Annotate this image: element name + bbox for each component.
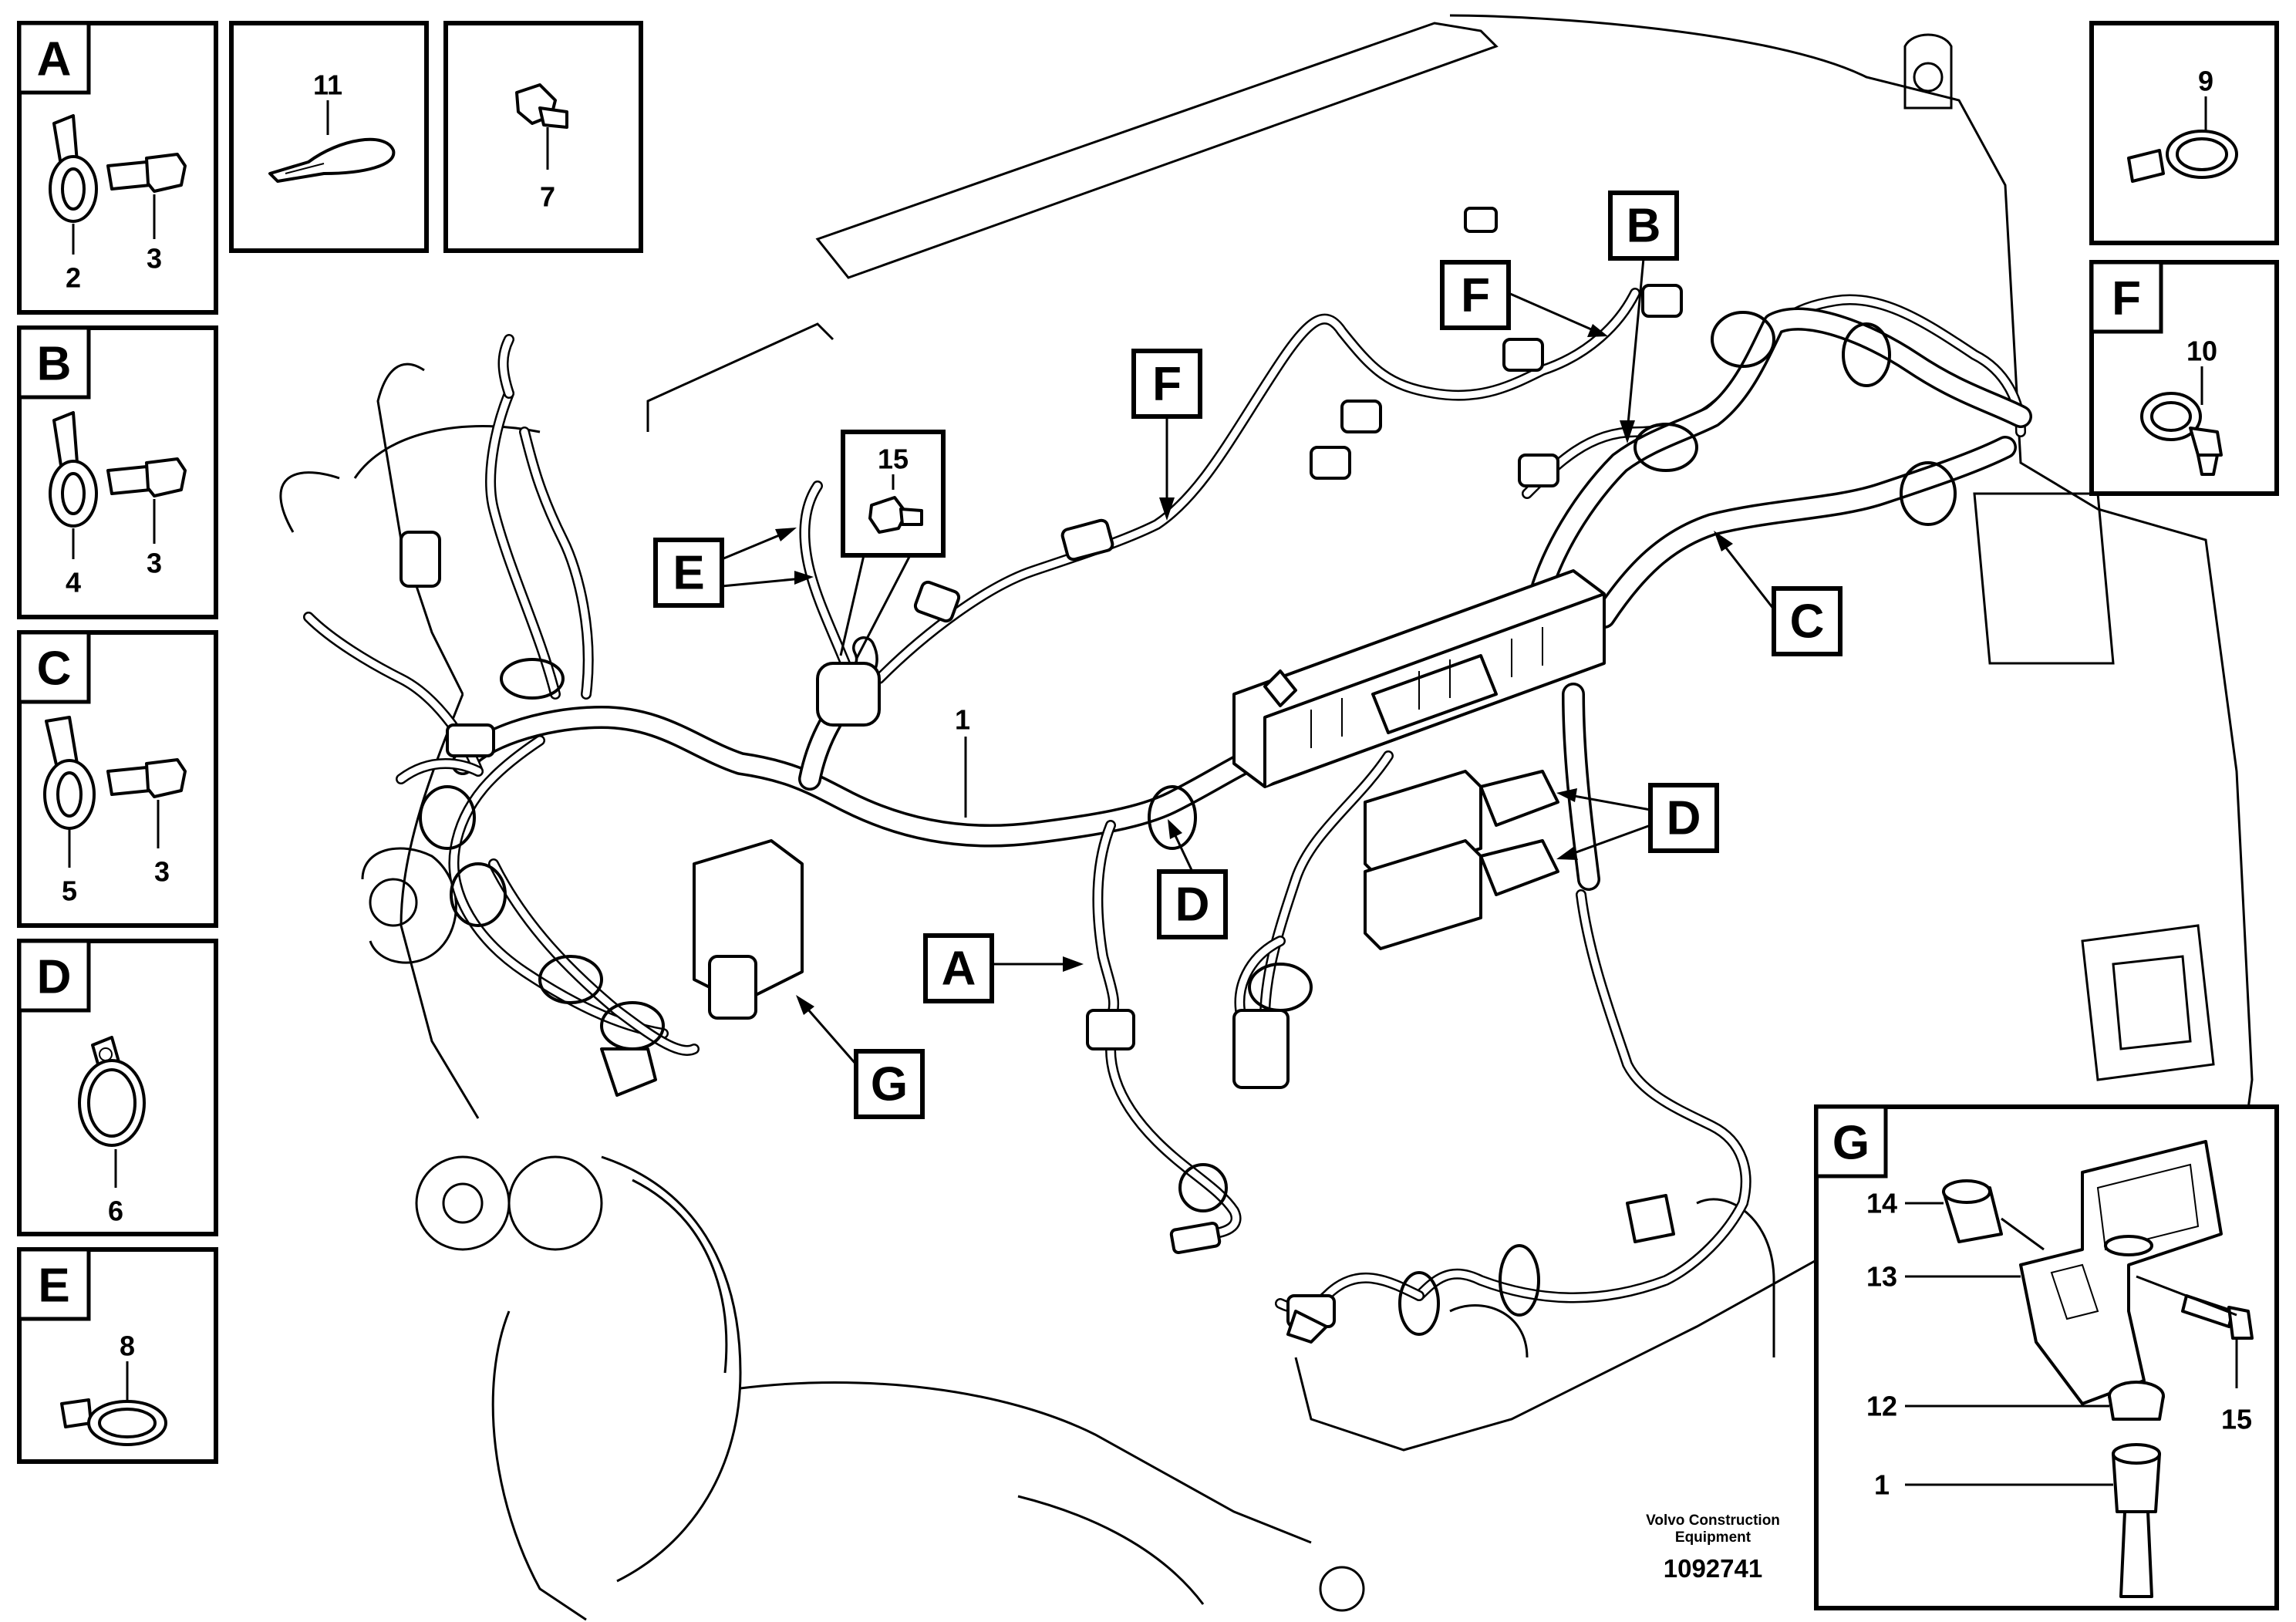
detail-box-clamp-9: 9 bbox=[2089, 21, 2279, 245]
svg-text:F: F bbox=[1152, 358, 1182, 411]
part-label-5: 5 bbox=[62, 875, 77, 907]
part-label-2: 2 bbox=[66, 262, 81, 294]
callout-f-top: F bbox=[1440, 260, 1608, 337]
svg-text:C: C bbox=[1790, 595, 1825, 649]
callout-bolt-15: 15 bbox=[839, 430, 946, 660]
callout-b: B bbox=[1608, 191, 1679, 443]
detail-box-cable-tie: 11 bbox=[229, 21, 429, 253]
detail-letter-a: A bbox=[37, 33, 72, 86]
callout-f-mid: F bbox=[1131, 349, 1202, 521]
ring-clamp-icon bbox=[2127, 130, 2238, 183]
cable-clip-icon bbox=[60, 1398, 167, 1446]
wiring-harness bbox=[303, 288, 2032, 1314]
credit-line-1: Volvo Construction bbox=[1646, 1512, 1780, 1529]
spacer-sleeve-icon bbox=[1942, 1179, 2003, 1243]
mounting-bracket-icon bbox=[2019, 1140, 2223, 1405]
credit-line-2: Equipment bbox=[1675, 1529, 1752, 1546]
svg-text:E: E bbox=[673, 547, 704, 600]
bolt-icon bbox=[106, 758, 187, 798]
bolt-icon bbox=[106, 153, 187, 193]
bolt-icon bbox=[106, 457, 187, 497]
part-label-14: 14 bbox=[1866, 1188, 1897, 1219]
part-label-12: 12 bbox=[1866, 1391, 1897, 1422]
detail-box-e: E 8 bbox=[17, 1247, 218, 1464]
detail-box-f: F 10 bbox=[2089, 260, 2279, 496]
detail-letter-e: E bbox=[38, 1259, 69, 1313]
part-label-3: 3 bbox=[154, 856, 170, 888]
detail-letter-b: B bbox=[37, 338, 72, 391]
harness-label-1: 1 bbox=[955, 704, 970, 818]
part-label-9: 9 bbox=[2198, 66, 2213, 97]
connector-plug-icon bbox=[2112, 1443, 2161, 1598]
callout-a: A bbox=[923, 933, 1084, 1003]
part-label-13: 13 bbox=[1866, 1261, 1897, 1293]
svg-text:D: D bbox=[1175, 878, 1210, 932]
d-connectors bbox=[1364, 770, 1559, 950]
cable-tie-icon bbox=[268, 137, 396, 183]
callout-e: E bbox=[653, 528, 814, 608]
callout-d-right: D bbox=[1556, 783, 1719, 860]
detail-box-b: B 4 3 bbox=[17, 325, 218, 619]
part-label-15: 15 bbox=[2221, 1404, 2252, 1435]
detail-box-c: C 5 3 bbox=[17, 630, 218, 928]
part-label-7: 7 bbox=[540, 181, 555, 213]
part-label-8: 8 bbox=[120, 1330, 135, 1362]
clip-bracket-icon bbox=[43, 716, 96, 830]
clip-bracket-icon bbox=[49, 411, 98, 528]
bolt-icon bbox=[2181, 1294, 2254, 1340]
detail-box-g: G 14 13 12 15 bbox=[1814, 1104, 2279, 1610]
svg-text:F: F bbox=[1461, 269, 1490, 322]
detail-box-d: D 6 bbox=[17, 939, 218, 1236]
svg-text:D: D bbox=[1667, 792, 1701, 845]
detail-letter-d: D bbox=[37, 951, 72, 1004]
clip-bracket-icon bbox=[49, 114, 98, 223]
detail-letter-g: G bbox=[1832, 1117, 1870, 1170]
svg-text:G: G bbox=[871, 1058, 908, 1111]
part-label-6: 6 bbox=[108, 1195, 123, 1227]
part-label-15: 15 bbox=[878, 443, 909, 475]
screw-icon bbox=[515, 83, 568, 129]
harness-clamps bbox=[419, 311, 1957, 1336]
part-label-4: 4 bbox=[66, 567, 81, 599]
detail-letter-c: C bbox=[37, 642, 72, 696]
document-number: 1092741 bbox=[1664, 1554, 1762, 1583]
lock-nut-icon bbox=[2108, 1381, 2165, 1421]
svg-text:B: B bbox=[1627, 200, 1661, 253]
publisher-credit: Volvo Construction Equipment 1092741 bbox=[1646, 1512, 1780, 1583]
callout-g: G bbox=[796, 995, 925, 1119]
part-label-1: 1 bbox=[955, 704, 970, 736]
part-label-1: 1 bbox=[1874, 1469, 1890, 1501]
part-label-11: 11 bbox=[313, 69, 342, 101]
ecu-module bbox=[1232, 569, 1606, 788]
detail-box-a: A 2 3 bbox=[17, 21, 218, 315]
part-label-3: 3 bbox=[147, 548, 162, 579]
part-label-3: 3 bbox=[147, 243, 162, 275]
callout-c: C bbox=[1714, 531, 1843, 656]
callout-d-mid: D bbox=[1157, 819, 1228, 939]
sensor-connectors bbox=[400, 207, 1683, 1344]
fir-tree-clip-icon bbox=[2140, 392, 2223, 476]
detail-letter-f: F bbox=[2112, 272, 2141, 325]
svg-text:A: A bbox=[942, 943, 976, 996]
part-label-10: 10 bbox=[2186, 336, 2217, 367]
p-clamp-icon bbox=[78, 1036, 146, 1147]
detail-box-screw: 7 bbox=[443, 21, 643, 253]
